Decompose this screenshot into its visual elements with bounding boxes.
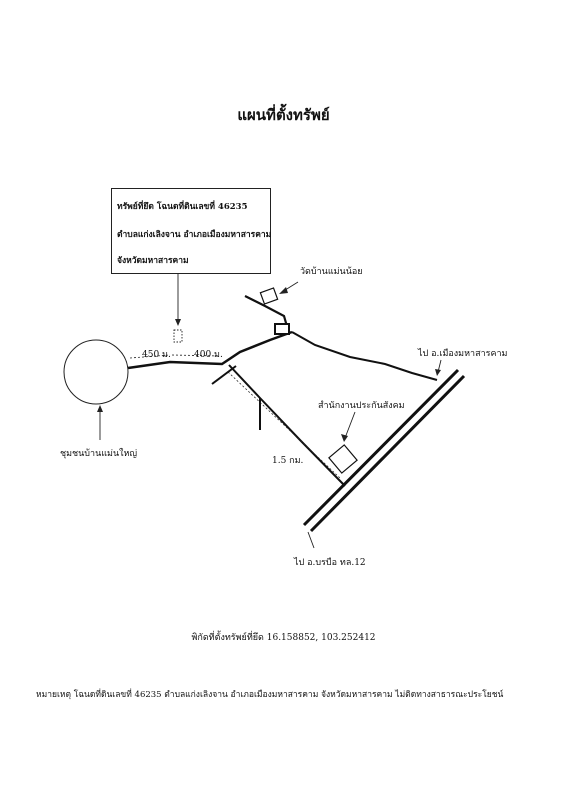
property-province-line: จังหวัดมหาสารคาม — [117, 256, 189, 266]
temple-symbol — [259, 287, 279, 305]
remark-text: หมายเหตุ โฉนดที่ดินเลขที่ 46235 ตำบลแก่ง… — [36, 690, 504, 700]
coordinates-text: พิกัดที่ตั้งทรัพย์ที่ยึด 16.158852, 103.… — [191, 633, 376, 643]
community-arrowhead — [97, 405, 103, 412]
distance-1-5km-line — [227, 371, 341, 479]
to-mahasarakham-arrowhead — [435, 369, 441, 376]
property-arrowhead — [175, 319, 181, 326]
junction-block — [274, 323, 290, 335]
office-arrowhead — [341, 434, 348, 442]
temple-label: วัดบ้านแม่นน้อย — [300, 267, 363, 277]
community-circle — [63, 339, 129, 405]
distance-400-label: 400 ม. — [194, 350, 223, 360]
property-marker — [173, 329, 183, 343]
distance-450-label: 450 ม. — [142, 350, 171, 360]
to-borabue-label: ไป อ.บรบือ ทล.12 — [294, 558, 366, 568]
temple-arrowhead — [279, 287, 288, 294]
to-borabue-arrow — [307, 531, 315, 549]
property-location-line: ตำบลแก่งเลิงจาน อำเภอเมืองมหาสารคาม — [117, 230, 272, 240]
social-security-office-label: สำนักงานประกันสังคม — [318, 401, 405, 411]
highway-line-a — [302, 368, 460, 527]
branch-road-1 — [211, 365, 237, 385]
property-deed-line: ทรัพย์ที่ยึด โฉนดที่ดินเลขที่ 46235 — [117, 202, 248, 212]
side-road — [228, 364, 346, 487]
property-info-box: ทรัพย์ที่ยึด โฉนดที่ดินเลขที่ 46235 ตำบล… — [111, 188, 271, 274]
office-arrow — [344, 411, 356, 439]
distance-1-5km-label: 1.5 กม. — [272, 456, 304, 466]
highway-line-b — [309, 374, 466, 533]
distance-450-line — [129, 354, 171, 359]
community-label: ชุมชนบ้านแม่นใหญ่ — [60, 449, 138, 459]
village-road — [127, 330, 293, 370]
road-to-highway — [291, 331, 438, 381]
map-title: แผนที่ตั้งทรัพย์ — [237, 106, 330, 124]
office-symbol — [328, 444, 358, 474]
to-mahasarakham-label: ไป อ.เมืองมหาสารคาม — [418, 349, 508, 359]
distance-400-line — [171, 354, 221, 357]
